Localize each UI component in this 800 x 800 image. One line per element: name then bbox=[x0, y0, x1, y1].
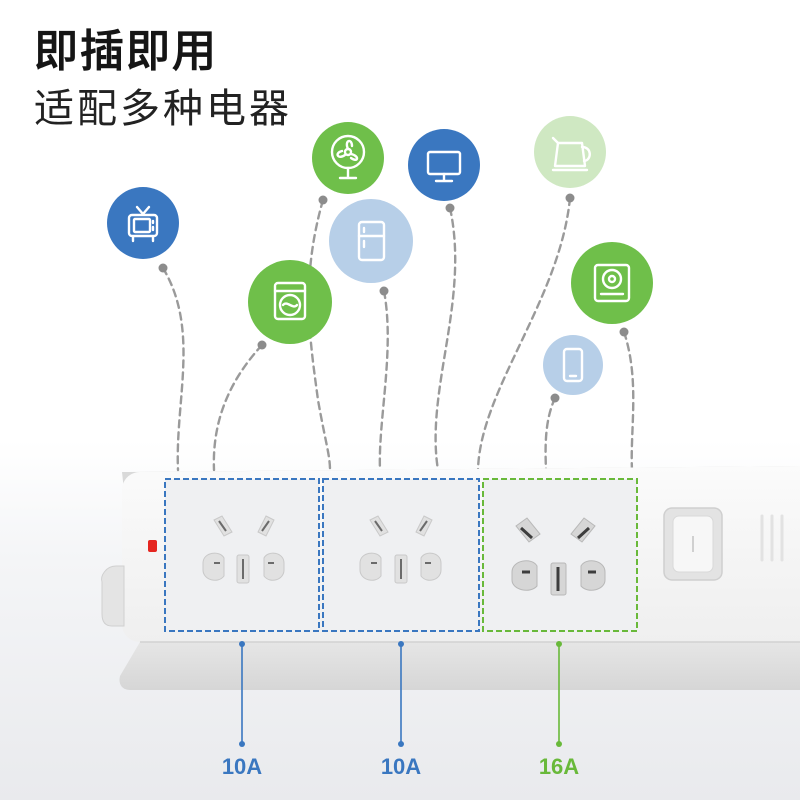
outlet-1-rating: 10A bbox=[221, 754, 263, 779]
outlet-2[interactable] bbox=[322, 478, 480, 632]
headline: 即插即用 bbox=[34, 26, 218, 77]
strip-side-marking bbox=[760, 514, 784, 562]
fridge-icon bbox=[329, 199, 413, 283]
tv-icon bbox=[107, 187, 179, 259]
washing-machine-icon bbox=[248, 260, 332, 344]
outlet-3[interactable] bbox=[482, 478, 638, 632]
outlet-2-rating: 10A bbox=[380, 754, 422, 779]
cable-endpoints bbox=[158, 193, 629, 403]
power-switch[interactable] bbox=[663, 507, 723, 581]
outlet-1[interactable] bbox=[164, 478, 320, 632]
cables bbox=[161, 196, 635, 472]
outlet-3-rating: 16A bbox=[538, 754, 580, 779]
kettle-icon bbox=[534, 116, 606, 188]
fan-icon bbox=[312, 122, 384, 194]
subline: 适配多种电器 bbox=[34, 86, 292, 132]
phone-icon bbox=[543, 335, 603, 395]
power-indicator-light bbox=[148, 540, 157, 552]
induction-cooker-icon bbox=[571, 242, 653, 324]
monitor-icon bbox=[408, 129, 480, 201]
rating-leader-lines bbox=[239, 641, 562, 747]
